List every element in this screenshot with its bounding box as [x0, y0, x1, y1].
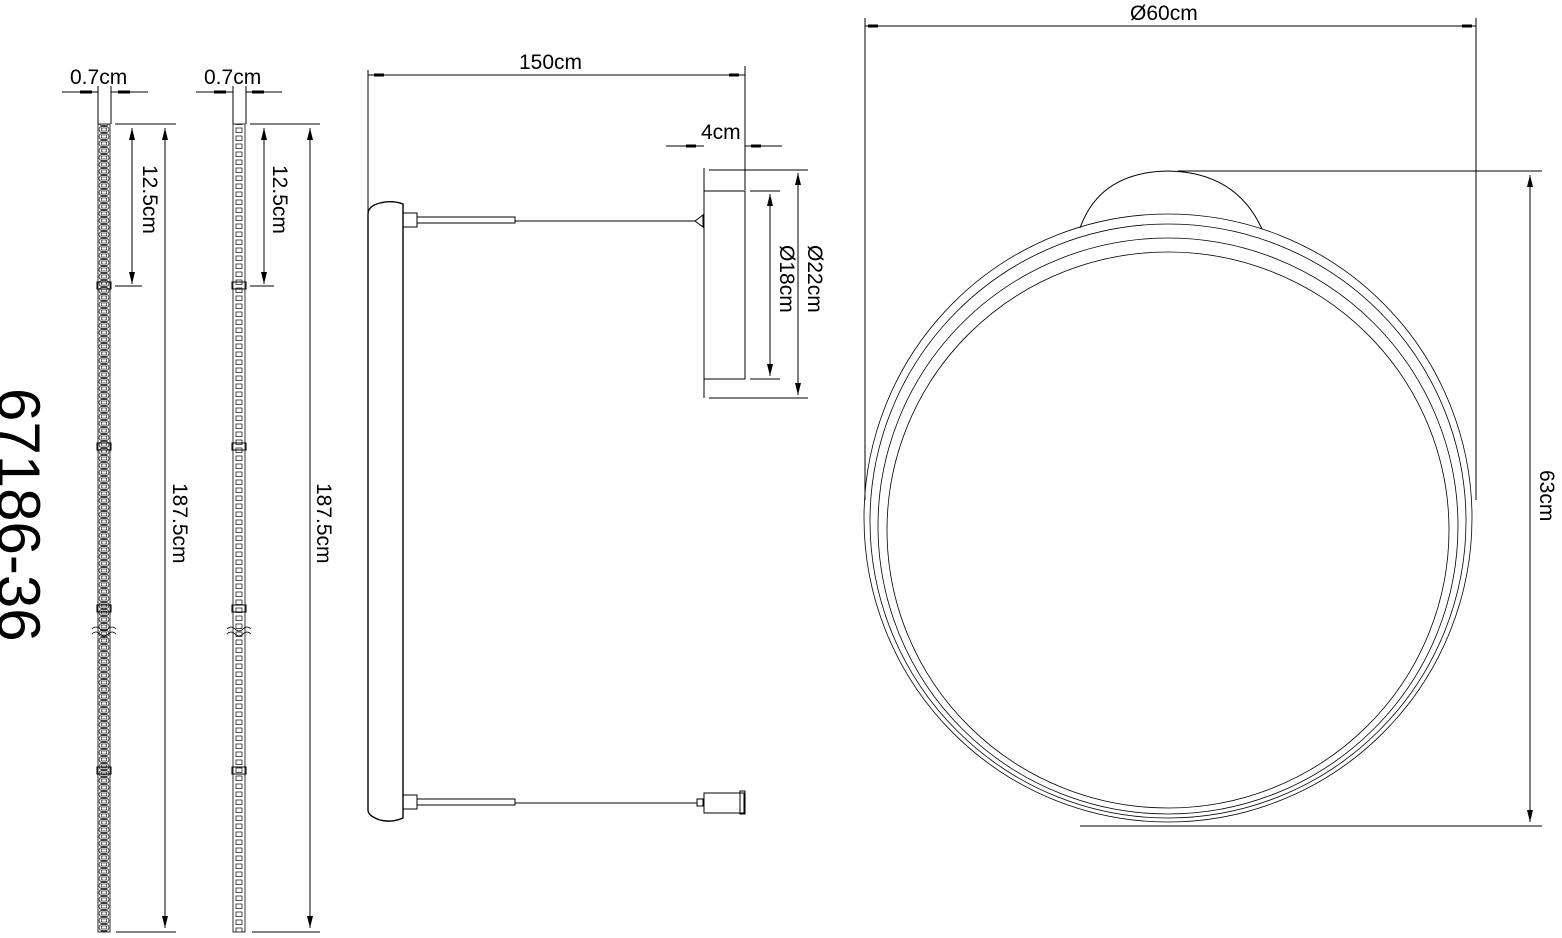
led-strip-view-2 — [196, 86, 320, 933]
strip-1-width-label: 0.7cm — [70, 66, 128, 89]
ring-height-label: 63cm — [1535, 470, 1558, 522]
led-strip-view-1 — [62, 86, 176, 933]
strip-connector-marks — [231, 281, 247, 775]
side-view — [367, 66, 808, 822]
canopy-depth-label: 4cm — [701, 121, 741, 144]
strip-2-length-label: 187.5cm — [312, 483, 335, 564]
strip-1-segment-label: 12.5cm — [138, 165, 161, 234]
strip-2-width-label: 0.7cm — [204, 66, 262, 89]
strip-1-length-label: 187.5cm — [168, 483, 191, 564]
ring-diameter-label: Ø60cm — [1130, 2, 1198, 25]
canopy-outer-diameter-label: Ø22cm — [803, 245, 826, 313]
canopy-inner-diameter-label: Ø18cm — [775, 245, 798, 313]
model-number: 67186-36 — [0, 388, 52, 642]
front-view-ring — [863, 18, 1542, 827]
strip-connector-marks — [96, 281, 112, 775]
strip-2-segment-label: 12.5cm — [268, 165, 291, 234]
cable-length-label: 150cm — [519, 51, 583, 74]
